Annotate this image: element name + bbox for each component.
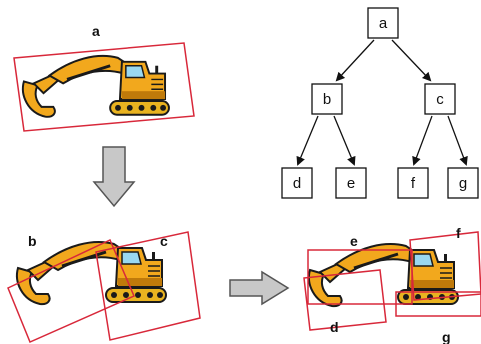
down-arrow xyxy=(92,146,136,208)
excavator-split-bc xyxy=(7,231,201,343)
svg-text:f: f xyxy=(411,175,416,192)
tree-node-a: a xyxy=(367,7,399,39)
label-d: d xyxy=(330,319,339,335)
tree-diagram: a b c d e f g xyxy=(281,7,479,199)
bbox-b xyxy=(7,238,135,343)
label-a: a xyxy=(92,23,100,39)
tree-node-e: e xyxy=(335,167,367,199)
right-arrow xyxy=(229,270,290,306)
label-g: g xyxy=(442,329,451,344)
bbox-g xyxy=(395,291,481,317)
svg-text:g: g xyxy=(459,175,467,192)
svg-text:e: e xyxy=(347,175,355,192)
svg-text:d: d xyxy=(293,175,301,192)
bbox-a xyxy=(13,42,195,132)
svg-text:c: c xyxy=(436,91,444,108)
edge-b-e xyxy=(333,115,356,166)
bbox-d xyxy=(303,269,387,331)
excavator-split-defg xyxy=(303,231,481,331)
excavator-whole xyxy=(13,42,195,132)
edge-c-g xyxy=(447,115,468,166)
tree-node-g: g xyxy=(447,167,479,199)
tree-node-b: b xyxy=(311,83,343,115)
tree-node-c: c xyxy=(424,83,456,115)
bbox-f xyxy=(409,231,481,301)
label-b: b xyxy=(28,233,37,249)
tree-node-d: d xyxy=(281,167,313,199)
label-f: f xyxy=(456,225,461,241)
svg-text:b: b xyxy=(323,91,331,108)
edge-b-d xyxy=(296,115,319,166)
svg-text:a: a xyxy=(379,15,388,32)
edge-c-f xyxy=(412,115,433,166)
bbox-c xyxy=(95,231,201,341)
edge-a-c xyxy=(391,39,432,82)
tree-node-f: f xyxy=(397,167,429,199)
label-c: c xyxy=(160,233,168,249)
edge-a-b xyxy=(335,39,375,82)
label-e: e xyxy=(350,233,358,249)
